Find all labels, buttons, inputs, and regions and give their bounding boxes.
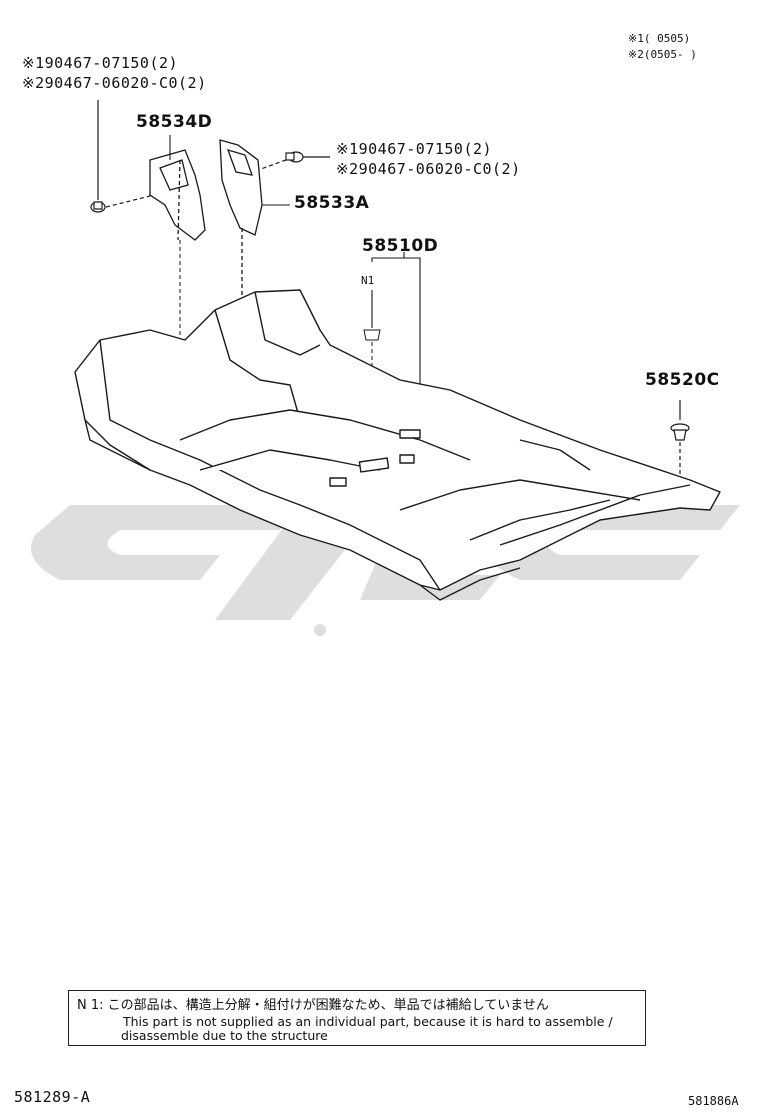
note-english-line-2: disassemble due to the structure bbox=[121, 1028, 328, 1043]
bolt-right-icon bbox=[257, 151, 330, 171]
note-box: N 1: この部品は、構造上分解・組付けが困難なため、単品では補給していません … bbox=[68, 990, 646, 1046]
callout-left-bolt-2: ※290467-06020-C0(2) bbox=[22, 74, 207, 92]
legend-line-1: ※1( 0505) bbox=[628, 32, 691, 45]
panel-58533A-shape bbox=[219, 139, 263, 320]
note-marker-n1: N1 bbox=[361, 274, 375, 287]
panel-58534D-shape bbox=[149, 149, 206, 241]
callout-left-bolt-1: ※190467-07150(2) bbox=[22, 54, 179, 72]
callout-right-bolt-2: ※290467-06020-C0(2) bbox=[336, 160, 521, 178]
floor-carpet-58510D-shape bbox=[74, 289, 721, 601]
part-label-58533A: 58533A bbox=[294, 193, 370, 213]
part-label-58510D: 58510D bbox=[362, 236, 439, 256]
bolt-left-icon bbox=[90, 100, 151, 213]
clip-58520C-icon bbox=[670, 400, 690, 485]
callout-right-bolt-1: ※190467-07150(2) bbox=[336, 140, 493, 158]
leader-58510D bbox=[371, 252, 421, 388]
part-label-58520C: 58520C bbox=[645, 370, 720, 390]
footer-right-code: 581886A bbox=[688, 1094, 739, 1108]
note-japanese: N 1: この部品は、構造上分解・組付けが困難なため、単品では補給していません bbox=[77, 998, 549, 1013]
part-label-58534D: 58534D bbox=[136, 112, 213, 132]
note-english-line-1: This part is not supplied as an individu… bbox=[123, 1014, 613, 1029]
footer-left-code: 581289-A bbox=[14, 1088, 91, 1106]
clip-n1-icon bbox=[363, 329, 381, 390]
legend-line-2: ※2(0505- ) bbox=[628, 48, 697, 61]
